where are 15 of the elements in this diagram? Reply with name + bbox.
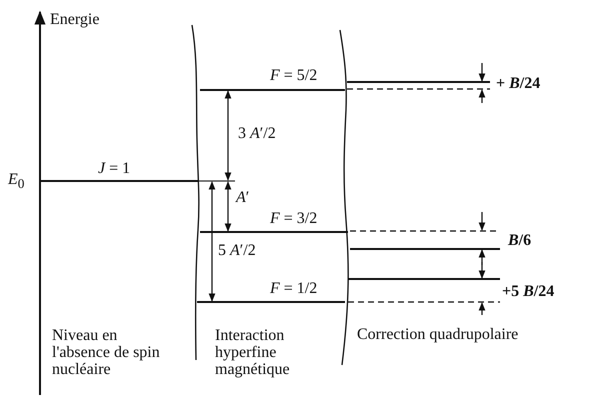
axis-label: Energie <box>50 12 100 29</box>
level-label: F = 5/2 <box>270 68 318 85</box>
splitting-label: 5 A′/2 <box>218 243 256 260</box>
level-label: E$_{0}$ <box>8 172 24 192</box>
column-caption: Niveau en l'absence de spin nucléaire <box>52 328 161 378</box>
column-caption: Correction quadrupolaire <box>357 327 518 344</box>
shift-label: +5 B/24 <box>502 284 554 301</box>
splitting-label: 3 A′/2 <box>238 126 276 143</box>
level-label: F = 3/2 <box>270 211 318 228</box>
column-caption: Interaction hyperfine magnétique <box>215 328 291 378</box>
level-label: F = 1/2 <box>270 281 318 298</box>
shift-label: + B/24 <box>496 76 540 93</box>
shift-label: B/6 <box>508 233 532 250</box>
level-label: J = 1 <box>98 161 130 178</box>
splitting-label: A′ <box>236 190 250 207</box>
